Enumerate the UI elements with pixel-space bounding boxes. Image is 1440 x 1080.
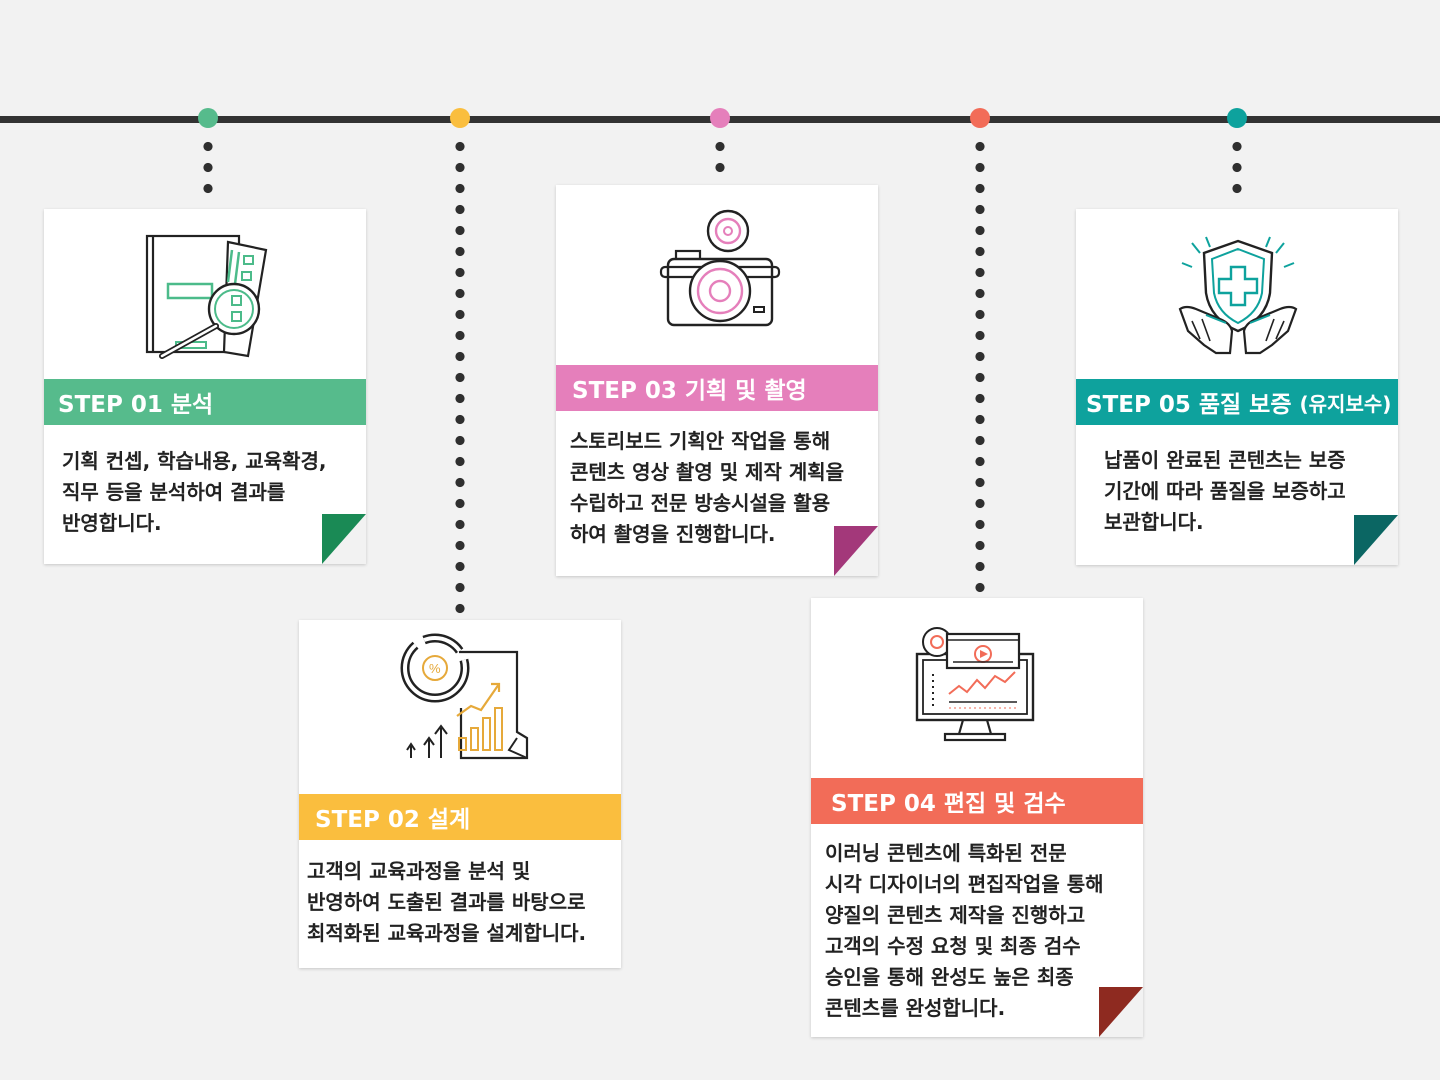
step-description-1: 기획 컨셉, 학습내용, 교육확경, 직무 등을 분석하여 결과를 반영합니다.	[62, 449, 327, 535]
step-card-4: STEP 04 편집 및 검수 이러닝 콘텐츠에 특화된 전문 시각 디자이너의…	[811, 598, 1143, 1037]
monitor-video-icon	[811, 598, 1143, 778]
timeline-node-2	[450, 108, 470, 128]
step-description-5: 납품이 완료된 콘텐츠는 보증 기간에 따라 품질을 보증하고 보관합니다.	[1104, 448, 1346, 534]
chart-report-icon: %	[299, 620, 621, 795]
step-title-4: STEP 04 편집 및 검수	[811, 778, 1143, 824]
timeline-node-3	[710, 108, 730, 128]
timeline-node-5	[1227, 108, 1247, 128]
step-title-2: STEP 02 설계	[299, 794, 621, 840]
step-card-3: STEP 03 기획 및 촬영 스토리보드 기획안 작업을 통해 콘텐츠 영상 …	[556, 185, 878, 576]
timeline-node-4	[970, 108, 990, 128]
connector-dots-3	[715, 136, 725, 176]
shield-hands-icon	[1076, 209, 1398, 381]
step-card-1: STEP 01 분석 기획 컨셉, 학습내용, 교육확경, 직무 등을 분석하여…	[44, 209, 366, 564]
camera-icon	[556, 185, 878, 365]
step-title-3: STEP 03 기획 및 촬영	[556, 365, 878, 411]
step-description-3: 스토리보드 기획안 작업을 통해 콘텐츠 영상 촬영 및 제작 계획을 수립하고…	[570, 429, 845, 546]
step-description-2: 고객의 교육과정을 분석 및 반영하여 도출된 결과를 바탕으로 최적화된 교육…	[307, 859, 587, 945]
connector-dots-1	[203, 136, 213, 196]
timeline-node-1	[198, 108, 218, 128]
step-title-1: STEP 01 분석	[44, 379, 366, 425]
step-title-5: STEP 05 품질 보증 (유지보수)	[1076, 379, 1398, 425]
step-description-4: 이러닝 콘텐츠에 특화된 전문 시각 디자이너의 편집작업을 통해 양질의 콘텐…	[825, 841, 1104, 1020]
step-card-5: STEP 05 품질 보증 (유지보수) 납품이 완료된 콘텐츠는 보증 기간에…	[1076, 209, 1398, 565]
step-card-2: % STEP 02 설계 고객의 교육과정을 분석 및 반영하여 도출된 결과를…	[299, 620, 621, 968]
connector-dots-2	[455, 136, 465, 616]
connector-dots-5	[1232, 136, 1242, 196]
svg-text:%: %	[429, 661, 441, 676]
document-magnifier-icon	[44, 209, 366, 379]
connector-dots-4	[975, 136, 985, 596]
